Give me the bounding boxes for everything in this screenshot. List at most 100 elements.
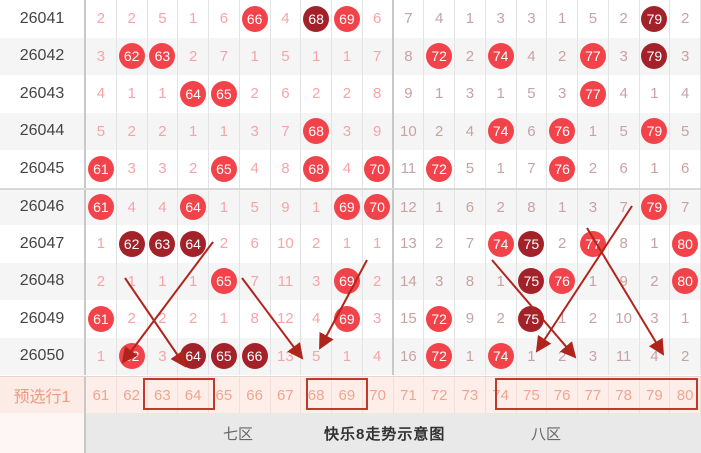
miss-count: 2 [486, 189, 517, 225]
preselect-cell[interactable]: 70 [363, 377, 394, 413]
miss-count: 3 [486, 0, 517, 38]
issue-number: 26041 [0, 0, 86, 38]
preselect-cell[interactable]: 68 [301, 377, 332, 413]
issue-number: 26050 [0, 337, 86, 375]
miss-count: 11 [609, 337, 640, 375]
miss-count: 3 [148, 150, 179, 188]
miss-count: 1 [86, 225, 117, 263]
drawn-ball: 61 [86, 150, 117, 188]
drawn-ball: 77 [578, 75, 609, 113]
preselect-cell[interactable]: 73 [455, 377, 486, 413]
ball-icon: 79 [641, 43, 668, 70]
preselect-cell[interactable]: 76 [547, 377, 578, 413]
drawn-ball: 63 [148, 37, 179, 75]
miss-count: 3 [148, 337, 179, 375]
footer-bar: 七区 快乐8走势示意图 八区 [86, 413, 701, 453]
ball-icon: 70 [364, 194, 391, 221]
miss-count: 1 [332, 225, 363, 263]
zone8-label: 八区 [531, 426, 562, 443]
drawn-ball: 62 [117, 225, 148, 263]
miss-count: 1 [86, 337, 117, 375]
miss-count: 1 [640, 225, 671, 263]
ball-icon: 69 [333, 194, 360, 221]
drawn-ball: 62 [117, 37, 148, 75]
miss-count: 1 [578, 112, 609, 150]
miss-count: 6 [209, 0, 240, 38]
miss-count: 2 [332, 75, 363, 113]
preselect-cell[interactable]: 65 [209, 377, 240, 413]
miss-count: 1 [578, 262, 609, 300]
drawn-ball: 77 [578, 37, 609, 75]
preselect-cell[interactable]: 69 [332, 377, 363, 413]
miss-count: 4 [240, 150, 271, 188]
ball-icon: 75 [518, 305, 545, 332]
drawn-ball: 79 [640, 37, 671, 75]
preselect-cell[interactable]: 77 [578, 377, 609, 413]
ball-icon: 74 [487, 43, 514, 70]
miss-count: 2 [578, 150, 609, 188]
preselect-cell[interactable]: 79 [640, 377, 671, 413]
preselect-cell[interactable]: 61 [86, 377, 117, 413]
miss-count: 2 [117, 0, 148, 38]
miss-count: 7 [240, 262, 271, 300]
miss-count: 4 [332, 150, 363, 188]
miss-count: 1 [486, 150, 517, 188]
miss-count: 1 [148, 75, 179, 113]
miss-count: 6 [363, 0, 394, 38]
miss-count: 12 [271, 300, 302, 338]
miss-count: 1 [178, 262, 209, 300]
miss-count: 1 [209, 112, 240, 150]
ball-icon: 75 [518, 230, 545, 257]
preselect-cell[interactable]: 78 [609, 377, 640, 413]
drawn-ball: 64 [178, 75, 209, 113]
ball-icon: 80 [672, 230, 699, 257]
miss-count: 1 [424, 189, 455, 225]
miss-count: 7 [609, 189, 640, 225]
miss-count: 8 [240, 300, 271, 338]
ball-icon: 76 [549, 268, 576, 295]
ball-icon: 61 [87, 305, 114, 332]
miss-count: 7 [394, 0, 425, 38]
miss-count: 1 [240, 37, 271, 75]
drawn-ball: 72 [424, 300, 455, 338]
preselect-cell[interactable]: 64 [178, 377, 209, 413]
miss-count: 2 [117, 112, 148, 150]
preselect-cell[interactable]: 66 [240, 377, 271, 413]
miss-count: 4 [363, 337, 394, 375]
miss-count: 1 [486, 75, 517, 113]
drawn-ball: 74 [486, 225, 517, 263]
miss-count: 6 [609, 150, 640, 188]
miss-count: 2 [178, 300, 209, 338]
drawn-ball: 68 [301, 112, 332, 150]
drawn-ball: 75 [517, 262, 548, 300]
drawn-ball: 80 [670, 225, 701, 263]
drawn-ball: 72 [424, 150, 455, 188]
preselect-cell[interactable]: 63 [148, 377, 179, 413]
ball-icon: 72 [426, 155, 453, 182]
drawn-ball: 76 [547, 262, 578, 300]
miss-count: 2 [547, 37, 578, 75]
miss-count: 6 [455, 189, 486, 225]
preselect-cell[interactable]: 75 [517, 377, 548, 413]
preselect-cell[interactable]: 71 [394, 377, 425, 413]
ball-icon: 77 [579, 230, 606, 257]
preselect-cell[interactable]: 72 [424, 377, 455, 413]
ball-icon: 64 [180, 230, 207, 257]
miss-count: 4 [517, 37, 548, 75]
miss-count: 2 [209, 225, 240, 263]
miss-count: 3 [578, 337, 609, 375]
highlight-box-74-80 [495, 378, 698, 410]
miss-count: 2 [609, 0, 640, 38]
miss-count: 8 [517, 189, 548, 225]
preselect-cell[interactable]: 67 [271, 377, 302, 413]
miss-count: 4 [455, 112, 486, 150]
ball-icon: 64 [180, 343, 207, 370]
preselect-cell[interactable]: 62 [117, 377, 148, 413]
miss-count: 2 [424, 112, 455, 150]
